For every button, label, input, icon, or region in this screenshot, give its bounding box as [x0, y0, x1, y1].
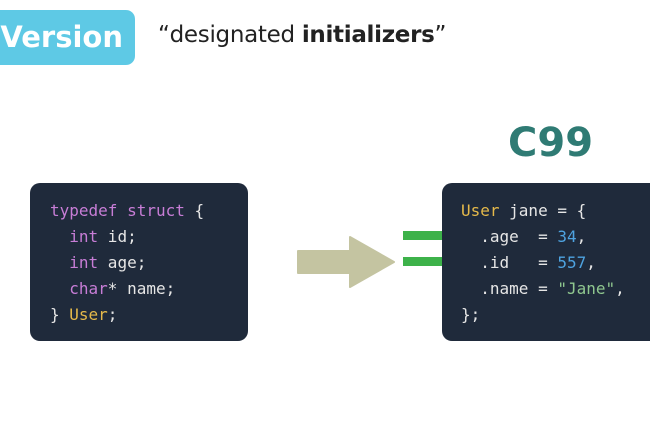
version-label: C99	[508, 120, 594, 166]
code-line: .age = 34,	[461, 227, 587, 246]
equals-bar-top	[403, 231, 469, 240]
code-line: typedef struct {	[50, 201, 205, 220]
subtitle-bold: initializers	[301, 22, 435, 48]
code-line: User jane = {	[461, 201, 587, 220]
arrow-right-icon	[297, 236, 395, 288]
quote-open: “	[158, 22, 170, 48]
version-badge: Version	[0, 10, 135, 65]
code-line: int id;	[69, 227, 137, 246]
initializer-code-block: User jane = { .age = 34, .id = 557, .nam…	[442, 183, 650, 341]
struct-code-block: typedef struct { int id; int age; char* …	[30, 183, 248, 341]
code-line: .id = 557,	[461, 253, 596, 272]
subtitle-plain: designated	[169, 22, 302, 48]
code-line: .name = "Jane",	[461, 279, 625, 298]
code-line: } User;	[50, 305, 118, 324]
code-line: };	[461, 305, 481, 324]
subtitle: “designated initializers”	[158, 22, 446, 48]
quote-close: ”	[434, 22, 447, 48]
equals-bar-bottom	[403, 257, 469, 266]
code-line: char* name;	[69, 279, 176, 298]
code-line: int age;	[69, 253, 147, 272]
